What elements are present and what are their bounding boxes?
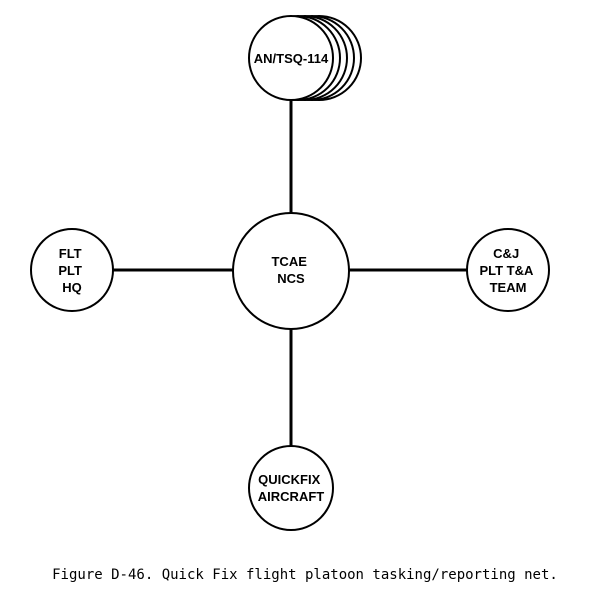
node-flt-label-line-3: HQ [62,280,82,295]
node-tcae-label-line-2: NCS [277,271,305,286]
node-quickfix-label-line-1: QUICKFIX [258,472,320,487]
node-flt-label-line-2: PLT [58,263,82,278]
node-tcae: TCAE NCS [232,212,350,330]
node-cj-label-line-2: PLT T&A [479,263,534,278]
network-diagram: AN/TSQ-114 TCAE NCS FLT PLT HQ C&J PLT T… [30,15,550,531]
node-quickfix-label: QUICKFIX AIRCRAFT [258,472,324,504]
figure-caption: Figure D-46. Quick Fix flight platoon ta… [52,567,558,583]
node-flt-label-line-1: FLT [59,246,82,261]
node-tcae-circle [232,212,350,330]
node-cj-circle [466,228,550,312]
node-quickfix-label-line-2: AIRCRAFT [258,489,324,504]
node-cj-label: C&J PLT T&A TEAM [479,246,536,295]
node-tcae-label: TCAE NCS [271,254,310,286]
node-antsq-label-line-1: AN/TSQ-114 [254,51,329,66]
node-cj-label-line-3: TEAM [490,280,527,295]
node-flt-circle [30,228,114,312]
node-tcae-label-line-1: TCAE [271,254,307,269]
node-quickfix-circle [248,445,334,531]
node-flt-label: FLT PLT HQ [58,246,85,295]
node-flt: FLT PLT HQ [30,228,114,312]
node-antsq-circle [248,15,334,101]
node-cj: C&J PLT T&A TEAM [466,228,550,312]
node-quickfix: QUICKFIX AIRCRAFT [248,445,334,531]
node-antsq-label: AN/TSQ-114 [254,51,329,66]
node-cj-label-line-1: C&J [493,246,519,261]
node-antsq: AN/TSQ-114 [248,15,362,101]
